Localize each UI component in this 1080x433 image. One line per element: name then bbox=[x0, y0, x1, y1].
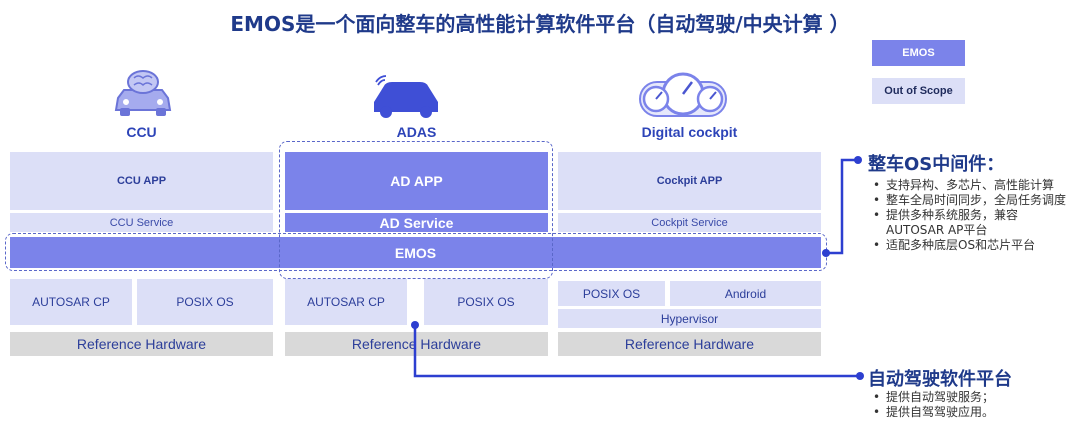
legend-out-of-scope: Out of Scope bbox=[872, 78, 965, 104]
adas-reference-hardware-box: Reference Hardware bbox=[285, 332, 548, 356]
ad-service-box: AD Service bbox=[285, 213, 548, 232]
list-item: 提供自动驾驶服务； bbox=[870, 390, 1075, 405]
ccu-posix-os-box: POSIX OS bbox=[137, 279, 273, 325]
adas-dashed-frame bbox=[279, 141, 553, 279]
adas-autosar-cp-box: AUTOSAR CP bbox=[285, 279, 407, 325]
cockpit-hypervisor-box: Hypervisor bbox=[558, 309, 821, 328]
cockpit-app-box: Cockpit APP bbox=[558, 152, 821, 210]
ccu-autosar-cp-box: AUTOSAR CP bbox=[10, 279, 132, 325]
legend-emos: EMOS bbox=[872, 40, 965, 66]
ccu-service-box: CCU Service bbox=[10, 213, 273, 232]
ad-platform-list: 提供自动驾驶服务； 提供自驾驾驶应用。 bbox=[870, 390, 1075, 420]
list-item: 提供多种系统服务，兼容AUTOSAR AP平台 bbox=[870, 208, 1075, 238]
list-item: 支持异构、多芯片、高性能计算 bbox=[870, 178, 1075, 193]
column-label-digital-cockpit: Digital cockpit bbox=[641, 124, 738, 140]
ccu-app-box: CCU APP bbox=[10, 152, 273, 210]
list-item: 适配多种底层OS和芯片平台 bbox=[870, 238, 1075, 253]
list-item: 整车全局时间同步，全局任务调度 bbox=[870, 193, 1075, 208]
dashboard-gauges-icon bbox=[636, 68, 730, 120]
cockpit-reference-hardware-box: Reference Hardware bbox=[558, 332, 821, 356]
column-label-ccu: CCU bbox=[126, 124, 157, 140]
column-label-adas: ADAS bbox=[396, 124, 437, 140]
ccu-reference-hardware-box: Reference Hardware bbox=[10, 332, 273, 356]
ad-app-box: AD APP bbox=[285, 152, 548, 210]
cockpit-android-box: Android bbox=[670, 281, 821, 306]
os-middleware-list: 支持异构、多芯片、高性能计算 整车全局时间同步，全局任务调度 提供多种系统服务，… bbox=[870, 178, 1075, 253]
autonomous-car-icon bbox=[368, 72, 444, 122]
list-item: 提供自驾驾驶应用。 bbox=[870, 405, 1075, 420]
cockpit-service-box: Cockpit Service bbox=[558, 213, 821, 232]
page-title: EMOS是一个面向整车的高性能计算软件平台（自动驾驶/中央计算 ） bbox=[230, 12, 850, 36]
emos-bar: EMOS bbox=[10, 237, 821, 268]
os-middleware-title: 整车OS中间件： bbox=[868, 154, 1005, 175]
adas-posix-os-box: POSIX OS bbox=[424, 279, 548, 325]
cockpit-posix-os-box: POSIX OS bbox=[558, 281, 665, 306]
car-brain-icon bbox=[108, 68, 178, 122]
ad-platform-title: 自动驾驶软件平台 bbox=[868, 369, 1012, 390]
